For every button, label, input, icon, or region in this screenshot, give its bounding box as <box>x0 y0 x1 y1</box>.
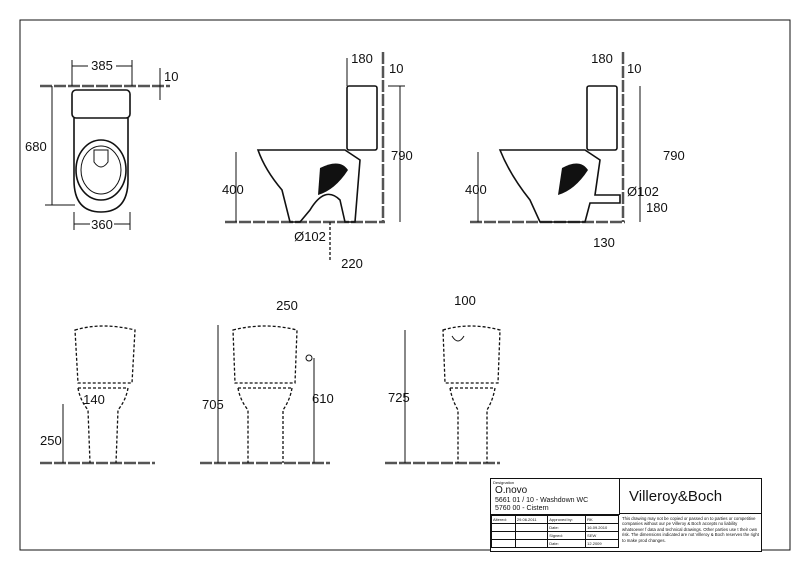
dim-inlet-height: 250 <box>40 433 62 448</box>
dim-seat-height: 400 <box>465 182 487 197</box>
product-name: O.novo <box>495 485 528 496</box>
cell: 29.06.2011 <box>514 515 549 524</box>
dim-outlet-diameter: Ø102 <box>294 229 326 244</box>
dim-outlet-distance: 220 <box>341 256 363 271</box>
dim-outlet-diameter: Ø102 <box>627 184 659 199</box>
cell: Date: <box>547 539 587 548</box>
cell: 16.09.2010 <box>585 523 619 532</box>
dim-outlet-height: 180 <box>646 200 668 215</box>
brand-logo: Villeroy&Boch <box>620 479 761 514</box>
cell <box>491 523 516 532</box>
dim-cistern-width: 250 <box>276 298 298 313</box>
dim-cistern-depth: 180 <box>351 51 373 66</box>
dim-width-top: 385 <box>91 58 113 73</box>
table-row: Signed:SEW <box>491 531 619 540</box>
product-line-2: 5760 00 - Cistern <box>495 505 549 512</box>
front-view-1: 140 250 <box>40 325 155 465</box>
dim-wall-gap: 10 <box>389 61 403 76</box>
drawing-frame <box>19 19 791 551</box>
side-view-floor-outlet: 180 10 790 400 Ø102 220 <box>222 51 413 271</box>
cell: Signed: <box>547 531 587 540</box>
dim-supply-height: 610 <box>312 391 334 406</box>
disclaimer-text: This drawing may not be copied or passed… <box>622 516 759 543</box>
front-view-3: 100 725 <box>385 293 501 465</box>
title-block: Designation O.novo 5661 01 / 10 - Washdo… <box>490 478 762 552</box>
front-view-2: 250 705 610 <box>200 298 334 465</box>
cell: SEW <box>585 531 619 540</box>
dim-height: 705 <box>202 397 224 412</box>
dim-outlet-distance: 130 <box>593 235 615 250</box>
cell: Approved by: <box>547 515 587 524</box>
cell <box>514 531 549 540</box>
top-plan-view: 385 10 680 360 <box>25 58 178 232</box>
dim-seat-height: 400 <box>222 182 244 197</box>
dim-cistern-depth: 180 <box>591 51 613 66</box>
cell <box>491 539 516 548</box>
cell: 12.2009 <box>585 539 619 548</box>
cell: RK <box>585 515 619 524</box>
dim-depth: 680 <box>25 139 47 154</box>
table-row: Date:12.2009 <box>491 539 619 548</box>
cell: Date: <box>547 523 587 532</box>
cell <box>491 531 516 540</box>
cell <box>514 523 549 532</box>
dim-offset: 100 <box>454 293 476 308</box>
designation-label: Designation <box>493 480 515 485</box>
designation-box: Designation O.novo 5661 01 / 10 - Washdo… <box>491 479 620 515</box>
product-line-1: 5661 01 / 10 - Washdown WC <box>495 497 589 504</box>
cell <box>514 539 549 548</box>
dim-height: 725 <box>388 390 410 405</box>
cell: Altered: <box>491 515 516 524</box>
table-row: Date:16.09.2010 <box>491 523 619 532</box>
dim-width-bottom: 360 <box>91 217 113 232</box>
dim-total-height: 790 <box>663 148 685 163</box>
dim-inlet-offset: 140 <box>83 392 105 407</box>
dim-wall-gap: 10 <box>164 69 178 84</box>
side-view-wall-outlet: 180 10 790 400 Ø102 180 130 <box>465 51 685 250</box>
dim-total-height: 790 <box>391 148 413 163</box>
dim-wall-gap: 10 <box>627 61 641 76</box>
